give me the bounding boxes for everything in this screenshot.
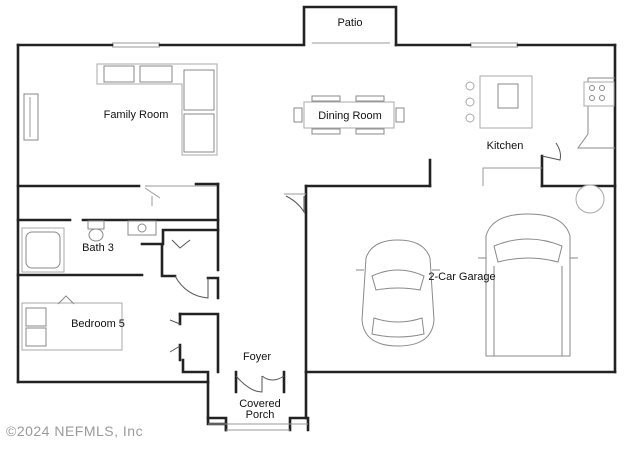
- room-label-garage: 2-Car Garage: [428, 271, 495, 283]
- room-label-family-room: Family Room: [104, 109, 169, 121]
- room-label-covered-porch-line1: Covered: [239, 398, 281, 410]
- room-label-bath-3: Bath 3: [82, 242, 114, 254]
- copyright-watermark: ©2024 NEFMLS, Inc: [6, 423, 143, 439]
- walls: [16, 5, 617, 432]
- room-label-kitchen: Kitchen: [487, 140, 524, 152]
- room-label-bedroom-5: Bedroom 5: [71, 318, 125, 330]
- room-label-patio: Patio: [337, 17, 362, 29]
- fixtures: [21, 63, 615, 357]
- room-label-dining-room: Dining Room: [318, 110, 382, 122]
- room-label-covered-porch-line2: Porch: [246, 409, 275, 421]
- room-label-foyer: Foyer: [243, 351, 271, 363]
- room-labels: Patio Family Room Dining Room Kitchen Ba…: [71, 17, 523, 421]
